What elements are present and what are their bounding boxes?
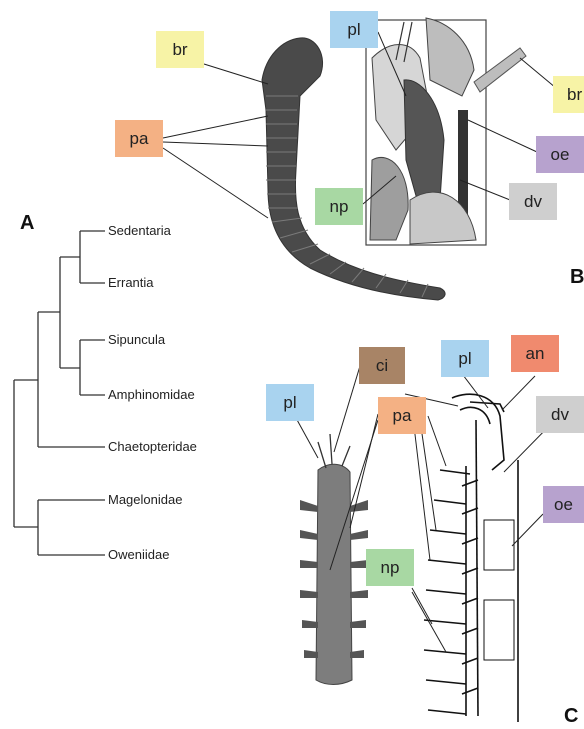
label-pl-c2: pl [266, 384, 314, 421]
label-np-c: np [366, 549, 414, 586]
label-oe-c: oe [543, 486, 584, 523]
label-np-b: np [315, 188, 363, 225]
panel-letter-a: A [20, 212, 34, 235]
leader-lines [163, 32, 556, 652]
label-oe-b: oe [536, 136, 584, 173]
anatomy-illustration-b [366, 18, 526, 245]
taxon-errantia: Errantia [108, 275, 154, 290]
taxon-sipuncula: Sipuncula [108, 332, 165, 347]
label-br-b1: br [156, 31, 204, 68]
label-dv-b: dv [509, 183, 557, 220]
label-br-b2: br [553, 76, 584, 113]
taxon-amphinomidae: Amphinomidae [108, 387, 195, 402]
panel-letter-c: C [564, 705, 578, 728]
taxon-sedentaria: Sedentaria [108, 223, 171, 238]
taxon-magelonidae: Magelonidae [108, 492, 182, 507]
worm-specimen-c [300, 434, 368, 685]
phylogeny-tree [14, 231, 105, 555]
label-pl-b: pl [330, 11, 378, 48]
taxon-oweniidae: Oweniidae [108, 547, 169, 562]
label-ci-c: ci [359, 347, 405, 384]
label-an-c: an [511, 335, 559, 372]
label-dv-c: dv [536, 396, 584, 433]
label-pa-b: pa [115, 120, 163, 157]
label-pa-c: pa [378, 397, 426, 434]
panel-letter-b: B [570, 266, 584, 289]
label-pl-c1: pl [441, 340, 489, 377]
taxon-chaetopteridae: Chaetopteridae [108, 439, 197, 454]
